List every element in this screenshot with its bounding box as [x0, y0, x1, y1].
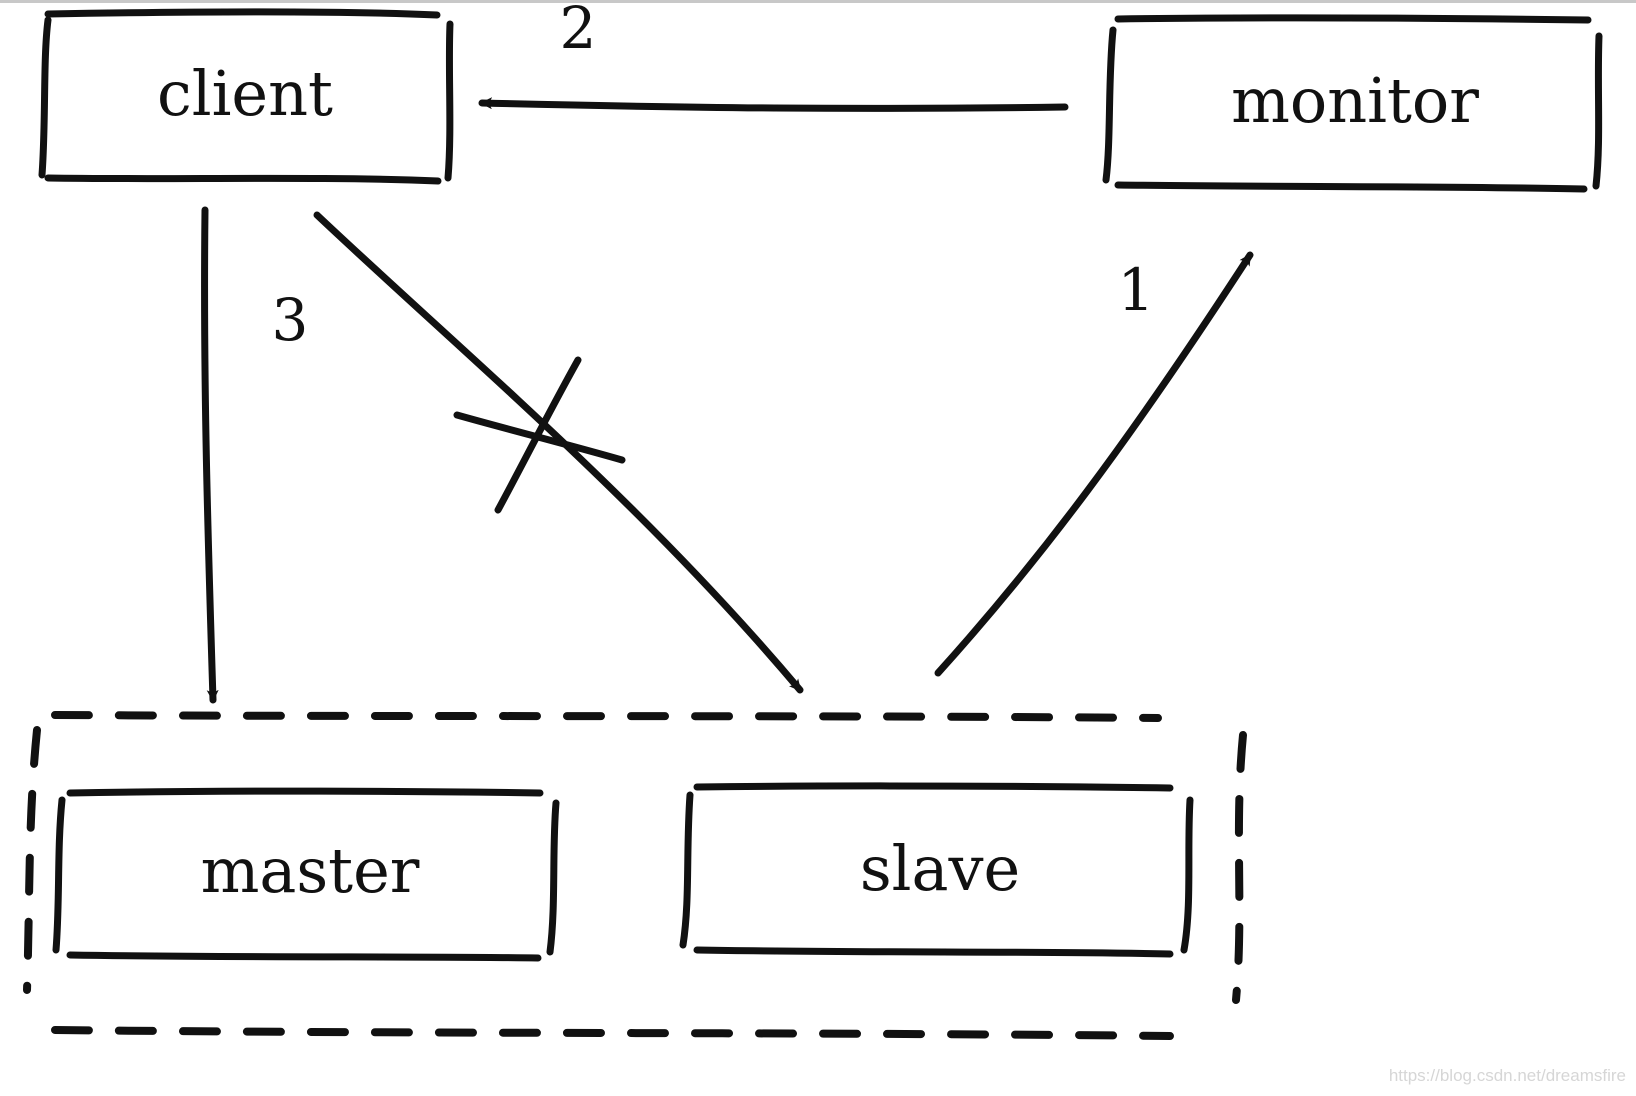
- client-label: client: [157, 57, 333, 130]
- slave-label: slave: [860, 832, 1020, 905]
- client-node: client: [38, 8, 454, 185]
- monitor-node: monitor: [1102, 14, 1603, 193]
- edge-client-to-master: 3: [201, 206, 309, 704]
- step-label-1: 1: [1118, 256, 1155, 324]
- edge-slave-to-monitor: 1: [934, 251, 1254, 677]
- blocked-cross-stroke-b: [453, 411, 626, 464]
- watermark: https://blog.csdn.net/dreamsfire: [1388, 1066, 1626, 1085]
- edge-client-to-slave-blocked: [313, 211, 804, 694]
- edge-monitor-to-client: 2: [478, 0, 1069, 112]
- master-label: master: [201, 834, 420, 907]
- master-node: master: [52, 787, 560, 962]
- step-label-3: 3: [272, 286, 309, 354]
- monitor-label: monitor: [1231, 64, 1479, 137]
- step-label-2: 2: [560, 0, 597, 62]
- replica-group-outline: [23, 711, 1247, 1040]
- top-rule: [0, 0, 1636, 3]
- slave-node: slave: [679, 782, 1194, 958]
